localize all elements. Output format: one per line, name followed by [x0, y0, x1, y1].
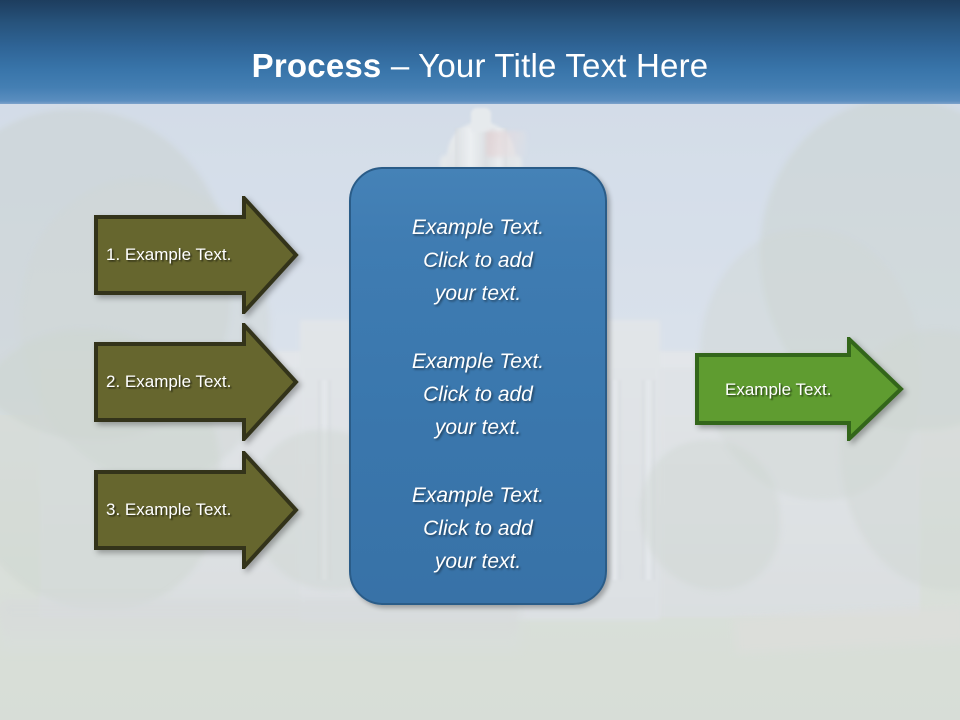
background-road [0, 600, 520, 652]
page-title: Process – Your Title Text Here [0, 46, 960, 86]
center-paragraph-1: Example Text. Click to add your text. [411, 216, 545, 305]
process-step-arrow-1[interactable]: 1. Example Text. [92, 196, 300, 314]
center-paragraph-2: Example Text. Click to add your text. [411, 350, 545, 439]
page-title-rest: – Your Title Text Here [381, 47, 709, 84]
page-title-strong: Process [251, 47, 382, 84]
center-paragraph-3: Example Text. Click to add your text. [411, 484, 545, 573]
right-arrow-icon [94, 323, 299, 441]
center-content-box[interactable]: Example Text. Click to add your text. Ex… [349, 167, 607, 605]
background-flag [486, 131, 526, 157]
right-arrow-icon [94, 451, 299, 569]
background-column [642, 380, 655, 580]
right-arrow-icon [695, 337, 904, 441]
process-step-arrow-2[interactable]: 2. Example Text. [92, 323, 300, 441]
process-outcome-arrow-label: Example Text. [725, 380, 832, 399]
background-column [608, 380, 621, 580]
process-step-arrow-2-label: 2. Example Text. [106, 372, 232, 391]
process-step-arrow-1-label: 1. Example Text. [106, 245, 232, 264]
process-outcome-arrow[interactable]: Example Text. [693, 337, 905, 441]
process-step-arrow-3-label: 3. Example Text. [106, 500, 232, 519]
background-cupola [471, 108, 491, 132]
title-banner [0, 0, 960, 104]
background-column [318, 380, 331, 580]
background-tree [640, 440, 780, 590]
right-arrow-icon [94, 196, 299, 314]
process-step-arrow-3[interactable]: 3. Example Text. [92, 451, 300, 569]
